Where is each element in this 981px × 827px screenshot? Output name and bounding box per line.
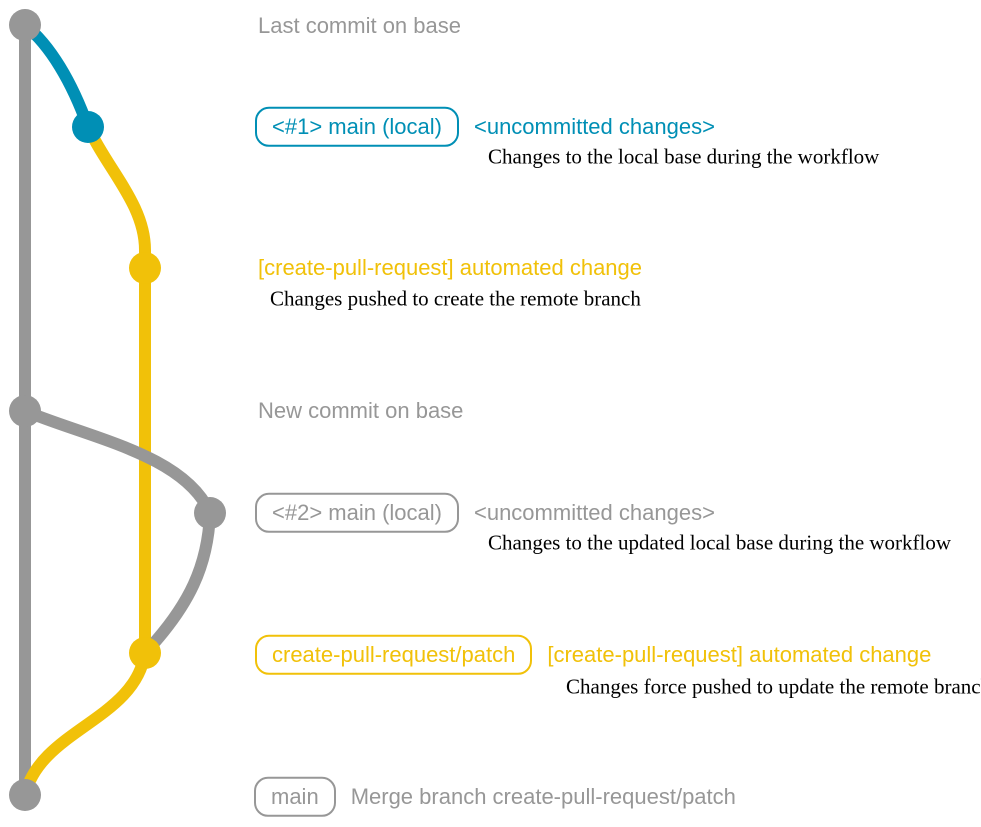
commit-message: Last commit on base	[258, 12, 461, 38]
commit-row-last-base: Last commit on base	[258, 13, 461, 39]
commit-row-local-1: <#1> main (local) <uncommitted changes>	[255, 106, 715, 148]
commit-dot-patch-1	[129, 252, 161, 284]
commit-row-new-base: New commit on base	[258, 398, 463, 424]
commit-row-patch-1: [create-pull-request] automated change	[258, 255, 642, 281]
patch-merge-curve	[19, 647, 151, 801]
commit-message: <uncommitted changes>	[473, 113, 715, 139]
commit-row-local-2: <#2> main (local) <uncommitted changes>	[255, 492, 715, 534]
commit-annotation: Changes pushed to create the remote bran…	[270, 286, 641, 311]
local-branch-curve	[19, 19, 94, 133]
branch-ref-badge: create-pull-request/patch	[255, 634, 533, 676]
commit-row-patch-2: create-pull-request/patch [create-pull-r…	[255, 634, 932, 676]
commit-annotation: Changes to the updated local base during…	[488, 530, 952, 555]
commit-message: <uncommitted changes>	[473, 499, 715, 525]
branch-ref-badge: <#1> main (local)	[255, 106, 459, 148]
commit-dot-last-base	[9, 9, 41, 41]
commit-annotation: Changes force pushed to update the remot…	[566, 674, 981, 699]
commit-message: [create-pull-request] automated change	[258, 254, 643, 280]
commit-dot-new-base	[9, 395, 41, 427]
commit-dot-local-1	[72, 111, 104, 143]
commit-dot-local-2	[194, 497, 226, 529]
base-to-local2-curve	[19, 405, 216, 519]
branch-ref-badge: <#2> main (local)	[255, 492, 459, 534]
commit-dot-patch-2	[129, 637, 161, 669]
commit-message: New commit on base	[258, 397, 464, 423]
patch-branch-line	[82, 121, 151, 659]
branch-ref-badge: main	[254, 776, 336, 818]
local2-to-patch-curve	[139, 507, 216, 659]
commit-row-merge: main Merge branch create-pull-request/pa…	[254, 776, 736, 818]
commit-dot-merge	[9, 779, 41, 811]
commit-message: Merge branch create-pull-request/patch	[350, 783, 736, 809]
commit-message: [create-pull-request] automated change	[547, 641, 932, 667]
commit-annotation: Changes to the local base during the wor…	[488, 144, 880, 169]
